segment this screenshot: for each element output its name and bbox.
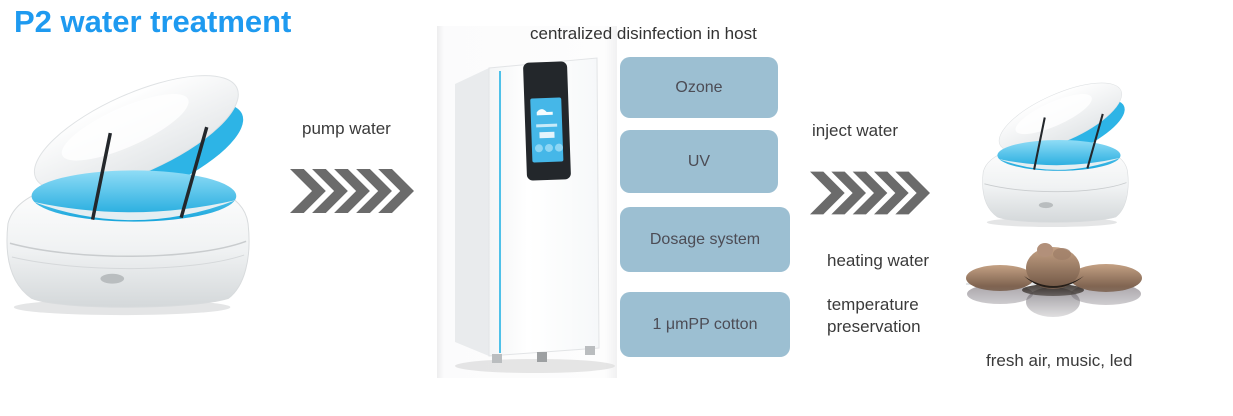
floating-person-icon	[958, 243, 1148, 330]
chevron-right-icon	[290, 168, 414, 214]
features-label: fresh air, music, led	[986, 351, 1133, 370]
float-tank-right-image	[976, 82, 1136, 230]
float-tank-icon	[6, 75, 250, 316]
page-title: P2 water treatment	[14, 4, 292, 39]
step-box-ozone: Ozone	[620, 57, 778, 118]
host-unit-image	[437, 26, 617, 378]
pump-flow-arrow	[290, 166, 414, 216]
inject-water-label: inject water	[812, 121, 898, 140]
heating-water-label: heating water	[827, 251, 930, 270]
host-tower-icon	[455, 57, 615, 373]
step-box-uv: UV	[620, 130, 778, 193]
chevron-right-icon	[810, 171, 930, 215]
step-label: UV	[687, 152, 711, 170]
step-label: Dosage system	[649, 230, 761, 248]
step-box-pp-cotton: 1 μmPP cotton	[620, 292, 790, 357]
host-caption: centralized disinfection in host	[530, 24, 757, 43]
inject-flow-arrow	[810, 168, 930, 218]
float-tank-icon	[982, 82, 1129, 228]
float-tank-left-image	[0, 74, 262, 320]
temperature-preservation-label: temperature preservation	[827, 295, 921, 337]
step-box-dosage: Dosage system	[620, 207, 790, 272]
floating-person-image	[958, 226, 1148, 330]
pump-water-label: pump water	[302, 119, 391, 138]
step-label: 1 μmPP cotton	[652, 315, 758, 333]
step-label: Ozone	[675, 78, 723, 96]
